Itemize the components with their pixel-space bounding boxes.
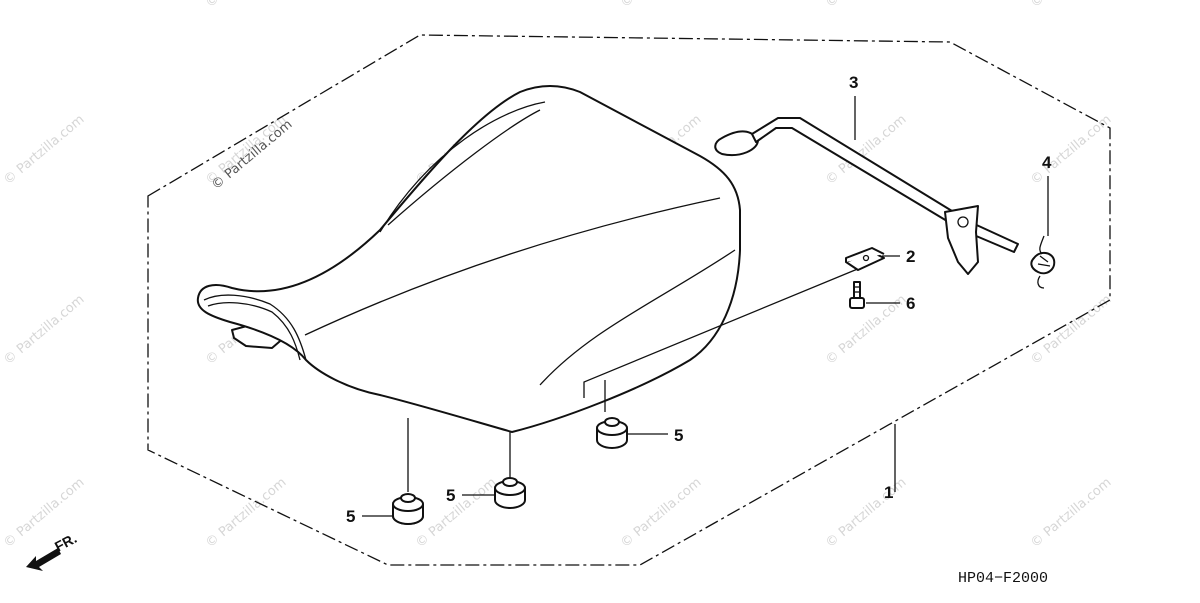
watermark-text: © Partzilla.com [203, 475, 289, 551]
watermark-text: © Partzilla.com [1, 112, 87, 188]
watermark-text: © Partzilla.com [618, 0, 704, 11]
watermark-text: © Partzilla.com [823, 0, 909, 11]
grommet[interactable] [494, 477, 526, 509]
watermark-text: © Partzilla.com [1028, 475, 1114, 551]
watermark-text: © Partzilla.com [413, 475, 499, 551]
watermark-text: © Partzilla.com [1028, 292, 1114, 368]
callout-5: 5 [346, 507, 355, 526]
callout-5: 5 [674, 426, 683, 445]
watermark-text: © Partzilla.com [618, 475, 704, 551]
callout-6: 6 [906, 294, 915, 313]
seat-assembly[interactable] [196, 85, 741, 433]
drawing-code: HP04−F2000 [958, 570, 1048, 587]
assembly-boundary [147, 34, 1111, 566]
callout-3: 3 [849, 73, 858, 92]
watermark-label: © Partzilla.com [209, 117, 295, 193]
watermark-text: © Partzilla.com [1028, 0, 1114, 11]
grommet[interactable] [392, 493, 424, 525]
watermark-text: © Partzilla.com [1, 292, 87, 368]
callout-4: 4 [1042, 153, 1052, 172]
bolt[interactable] [849, 281, 865, 309]
setting-plate[interactable] [845, 247, 885, 271]
watermark-text: © Partzilla.com [203, 0, 289, 11]
callout-1: 1 [884, 483, 893, 502]
watermark-text: © Partzilla.com [823, 475, 909, 551]
grommet[interactable] [596, 417, 628, 449]
seat-lock-lever[interactable] [714, 117, 1019, 275]
callout-2: 2 [906, 247, 915, 266]
spring-clip[interactable] [1030, 235, 1056, 289]
callout-5: 5 [446, 486, 455, 505]
front-arrow-icon [26, 548, 61, 571]
